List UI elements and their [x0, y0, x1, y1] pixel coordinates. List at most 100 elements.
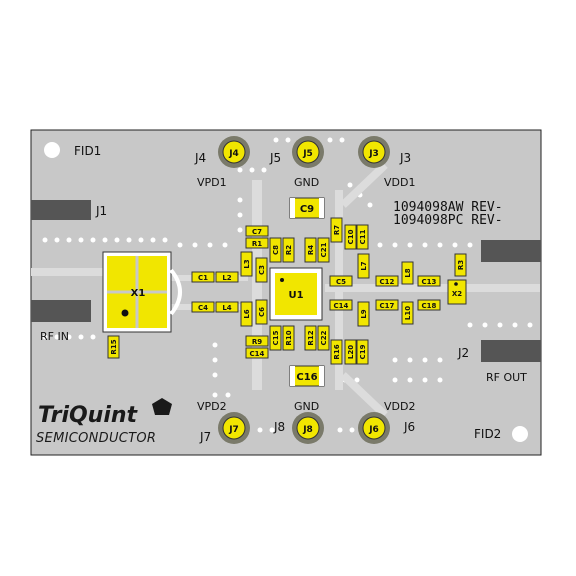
component-c6[interactable]: C6 — [255, 299, 268, 325]
fid2-marker — [512, 426, 528, 442]
j8-ref-label: J8 — [273, 420, 285, 434]
c18-label: C18 — [422, 302, 437, 310]
component-l2[interactable]: L2 — [215, 271, 239, 283]
rf-out-label: RF OUT — [486, 371, 527, 384]
l8-label: L8 — [404, 268, 412, 277]
connector-j4[interactable]: J4 — [218, 136, 250, 168]
component-l7[interactable]: L7 — [357, 253, 370, 279]
component-c13[interactable]: C13 — [417, 275, 441, 287]
j8-pad-label: J8 — [302, 425, 313, 435]
component-c5[interactable]: C5 — [329, 275, 353, 287]
j1-ground-pad-top — [31, 200, 91, 220]
j4-ref-label: J4 — [194, 151, 206, 165]
gnd-top-label: GND — [294, 176, 319, 189]
component-c22[interactable]: C22 — [317, 325, 330, 351]
j6-pad-label: J6 — [368, 425, 379, 435]
c10-label: C10 — [347, 229, 355, 244]
connector-j3[interactable]: J3 — [358, 136, 390, 168]
ic-x2[interactable]: X2 — [447, 279, 467, 305]
connector-j7[interactable]: J7 — [218, 412, 250, 444]
component-c10[interactable]: C10 — [344, 224, 357, 250]
component-c7[interactable]: C7 — [245, 225, 269, 237]
component-c11[interactable]: C11 — [356, 224, 369, 250]
component-r4[interactable]: R4 — [304, 237, 317, 263]
component-c14-bottom[interactable]: C14 — [245, 347, 269, 359]
j4-pad-label: J4 — [228, 149, 239, 159]
component-l3[interactable]: L3 — [240, 251, 253, 277]
component-l6[interactable]: L6 — [240, 301, 253, 327]
r12-label: R12 — [307, 330, 315, 345]
component-c9[interactable]: C9 — [289, 197, 325, 219]
r10-label: R10 — [285, 330, 293, 345]
connector-j8[interactable]: J8 — [292, 412, 324, 444]
c7-label: C7 — [252, 228, 262, 236]
c19-label: C19 — [359, 344, 367, 359]
component-c8[interactable]: C8 — [269, 237, 282, 263]
component-c4[interactable]: C4 — [191, 301, 215, 313]
component-c17[interactable]: C17 — [375, 299, 399, 311]
j5-pad-label: J5 — [302, 149, 313, 159]
vpd1-label: VPD1 — [197, 176, 227, 189]
l9-label: L9 — [360, 309, 368, 318]
component-l4[interactable]: L4 — [215, 301, 239, 313]
component-l8[interactable]: L8 — [401, 261, 414, 285]
rf-in-trace — [31, 268, 106, 276]
j7-pad-label: J7 — [228, 425, 239, 435]
j3-ref-label: J3 — [399, 151, 411, 165]
via-grid — [42, 137, 533, 433]
component-r9[interactable]: R9 — [245, 335, 269, 347]
c14b-label: C14 — [250, 350, 265, 358]
c3-label: C3 — [258, 265, 266, 275]
x2-label: X2 — [452, 290, 462, 298]
component-r10[interactable]: R10 — [282, 325, 295, 351]
l6-label: L6 — [243, 309, 251, 318]
j2-ref-label: J2 — [457, 346, 469, 360]
c15-label: C15 — [272, 330, 280, 345]
component-l9[interactable]: L9 — [357, 301, 370, 327]
connector-j6[interactable]: J6 — [358, 412, 390, 444]
r7-label: R7 — [333, 225, 341, 235]
component-r12[interactable]: R12 — [304, 325, 317, 351]
c14-label: C14 — [334, 302, 349, 310]
vdd2-label: VDD2 — [384, 400, 415, 413]
rf-in-label: RF IN — [40, 330, 69, 343]
c9-label: C9 — [300, 204, 314, 215]
c17-label: C17 — [380, 302, 395, 310]
component-c3[interactable]: C3 — [255, 257, 268, 283]
c5-label: C5 — [336, 278, 346, 286]
component-c12[interactable]: C12 — [375, 275, 399, 287]
component-r15[interactable]: R15 — [107, 335, 120, 359]
component-c15[interactable]: C15 — [269, 325, 282, 351]
j5-ref-label: J5 — [269, 151, 281, 165]
component-c19[interactable]: C19 — [356, 339, 369, 365]
component-r7[interactable]: R7 — [330, 217, 343, 243]
c21-label: C21 — [320, 242, 328, 257]
component-r2[interactable]: R2 — [282, 237, 295, 263]
bias-trace-right — [335, 190, 343, 390]
component-r16[interactable]: R16 — [330, 339, 343, 365]
connector-j5[interactable]: J5 — [292, 136, 324, 168]
c4-label: C4 — [198, 304, 208, 312]
j1-ground-pad-bottom — [31, 300, 91, 322]
j6-ref-label: J6 — [403, 420, 415, 434]
component-l20[interactable]: L20 — [344, 339, 357, 365]
component-r1[interactable]: R1 — [245, 237, 269, 249]
ic-u1[interactable]: U1 — [269, 267, 323, 321]
r3-label: R3 — [457, 260, 465, 270]
component-r3[interactable]: R3 — [454, 253, 467, 277]
revision-line-2: 1094098PC REV- — [393, 213, 503, 228]
j1-ref-label: J1 — [95, 204, 107, 218]
component-c18[interactable]: C18 — [417, 299, 441, 311]
logo-name: TriQuint — [38, 403, 139, 428]
ic-x1[interactable]: X1 — [102, 251, 172, 333]
component-c1[interactable]: C1 — [191, 271, 215, 283]
c12-label: C12 — [380, 278, 395, 286]
component-l10[interactable]: L10 — [401, 301, 414, 325]
component-c21[interactable]: C21 — [317, 237, 330, 263]
component-c14[interactable]: C14 — [329, 299, 353, 311]
r15-label: R15 — [110, 339, 118, 354]
r2-label: R2 — [285, 245, 293, 255]
fid1-marker — [44, 142, 60, 158]
component-c16[interactable]: C16 — [289, 365, 325, 387]
